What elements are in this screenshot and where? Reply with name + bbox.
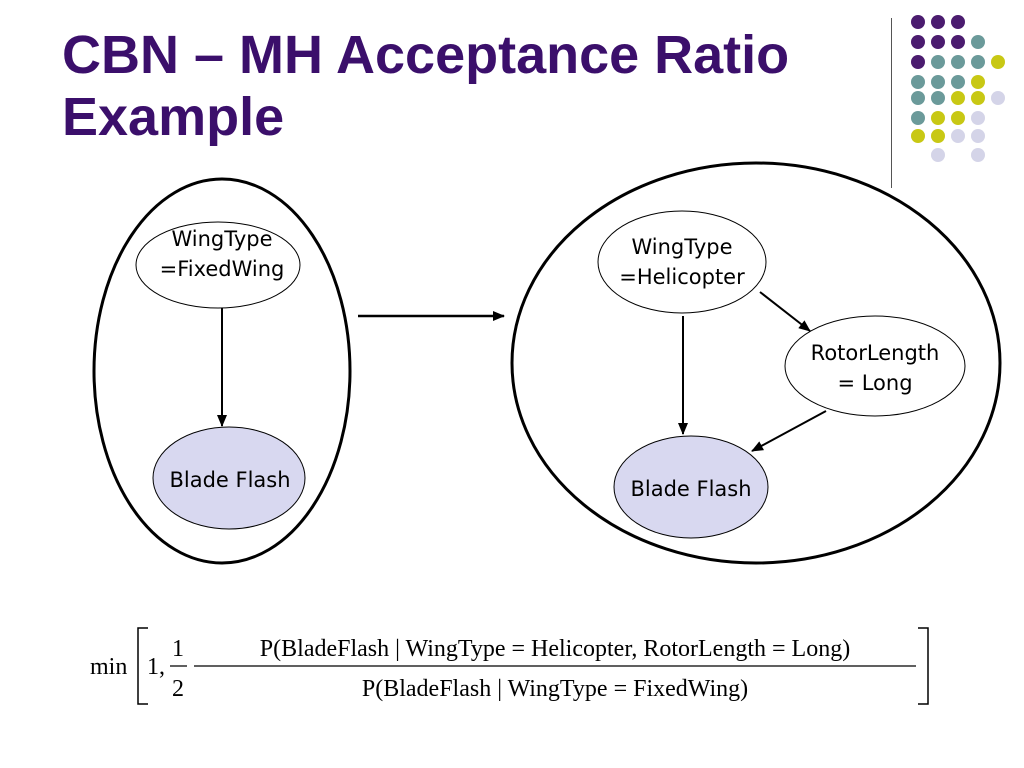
right-wingtype-node (597, 210, 767, 314)
left-bladeflash-node (152, 426, 306, 530)
right-rotorlength-label-line2: = Long (837, 371, 912, 395)
formula-half-numerator: 1 (172, 636, 184, 662)
formula-right-bracket (918, 627, 929, 705)
formula-left-bracket (137, 627, 148, 705)
decorative-dot (931, 91, 945, 105)
formula-one: 1, (147, 654, 165, 680)
decorative-dot (971, 148, 985, 162)
decorative-dot (951, 35, 965, 49)
formula-half-denominator: 2 (172, 676, 184, 702)
right-edge-wingtype-to-rotorlength (759, 291, 811, 332)
decorative-dot (931, 35, 945, 49)
decorative-dot (931, 55, 945, 69)
decorative-dot (971, 91, 985, 105)
decorative-dot (911, 129, 925, 143)
decorative-dot (931, 148, 945, 162)
decorative-dot (951, 15, 965, 29)
decorative-dot (911, 111, 925, 125)
decorative-dot (911, 35, 925, 49)
right-bladeflash-label: Blade Flash (630, 477, 751, 501)
decorative-dot (911, 91, 925, 105)
decorative-dot (951, 129, 965, 143)
decorative-dot (971, 35, 985, 49)
decorative-dot (971, 55, 985, 69)
decorative-dot (911, 75, 925, 89)
decorative-divider (891, 18, 892, 188)
formula-denominator: P(BladeFlash | WingType = FixedWing) (362, 676, 748, 702)
right-edge-rotorlength-to-bladeflash (751, 410, 827, 452)
formula-numerator: P(BladeFlash | WingType = Helicopter, Ro… (260, 636, 850, 662)
right-bladeflash-node (613, 435, 769, 539)
decorative-dot (911, 15, 925, 29)
slide-title-line2: Example (62, 87, 285, 147)
left-wingtype-node (135, 221, 301, 309)
decorative-dot (931, 75, 945, 89)
decorative-dot (951, 55, 965, 69)
decorative-dot (991, 91, 1005, 105)
right-rotorlength-label-line1: RotorLength (811, 341, 940, 365)
left-bladeflash-label: Blade Flash (169, 468, 290, 492)
left-wingtype-label-line1: WingType (171, 227, 272, 251)
right-wingtype-label-line1: WingType (631, 235, 732, 259)
slide-title-line1: CBN – MH Acceptance Ratio (62, 25, 790, 85)
decorative-dot (931, 129, 945, 143)
right-rotorlength-node (784, 315, 966, 417)
decorative-dot (951, 75, 965, 89)
decorative-dot (951, 91, 965, 105)
left-network-boundary (92, 177, 352, 565)
decorative-dot (971, 129, 985, 143)
decorative-dot (991, 55, 1005, 69)
decorative-dot (931, 15, 945, 29)
right-network-boundary (510, 161, 1002, 565)
acceptance-ratio-formula: min 1, 1 2 P(BladeFlash | WingType = Hel… (90, 627, 929, 705)
right-wingtype-label-line2: =Helicopter (619, 265, 745, 289)
decorative-dot (951, 111, 965, 125)
decorative-dot-grid (911, 15, 1005, 162)
slide-title: CBN – MH Acceptance Ratio Example (62, 24, 852, 148)
decorative-dot (971, 75, 985, 89)
decorative-dot (971, 111, 985, 125)
decorative-dot (931, 111, 945, 125)
formula-min: min (90, 654, 127, 680)
left-wingtype-label-line2: =FixedWing (160, 257, 285, 281)
decorative-dot (911, 55, 925, 69)
